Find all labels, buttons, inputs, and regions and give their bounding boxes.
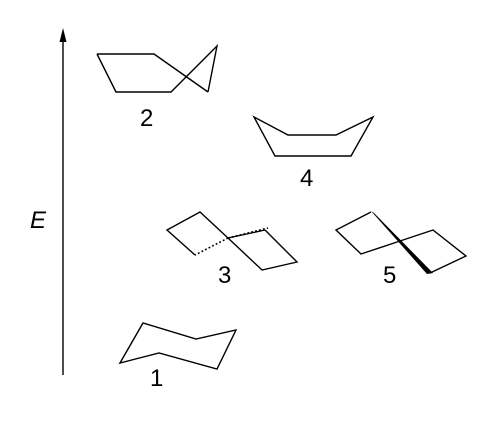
conformer-2-structure: [96, 43, 219, 93]
conformer-4-structure: [252, 115, 375, 157]
conformer-3-structure: [165, 211, 299, 271]
hashed-bond: [194, 237, 229, 256]
conformer-5-label: 5: [383, 262, 396, 289]
conformer-1-structure: [118, 322, 238, 370]
conformer-4-label: 4: [300, 165, 313, 192]
wedge-bond: [371, 211, 433, 274]
axis-arrowhead: [59, 28, 67, 42]
energy-axis: [59, 28, 67, 375]
energy-axis-label: E: [30, 207, 47, 234]
conformer-2-label: 2: [140, 105, 153, 132]
conformer-1-label: 1: [150, 365, 163, 392]
conformer-5-structure: [334, 211, 468, 274]
hashed-bond: [227, 227, 269, 239]
conformer-3-label: 3: [218, 262, 231, 289]
